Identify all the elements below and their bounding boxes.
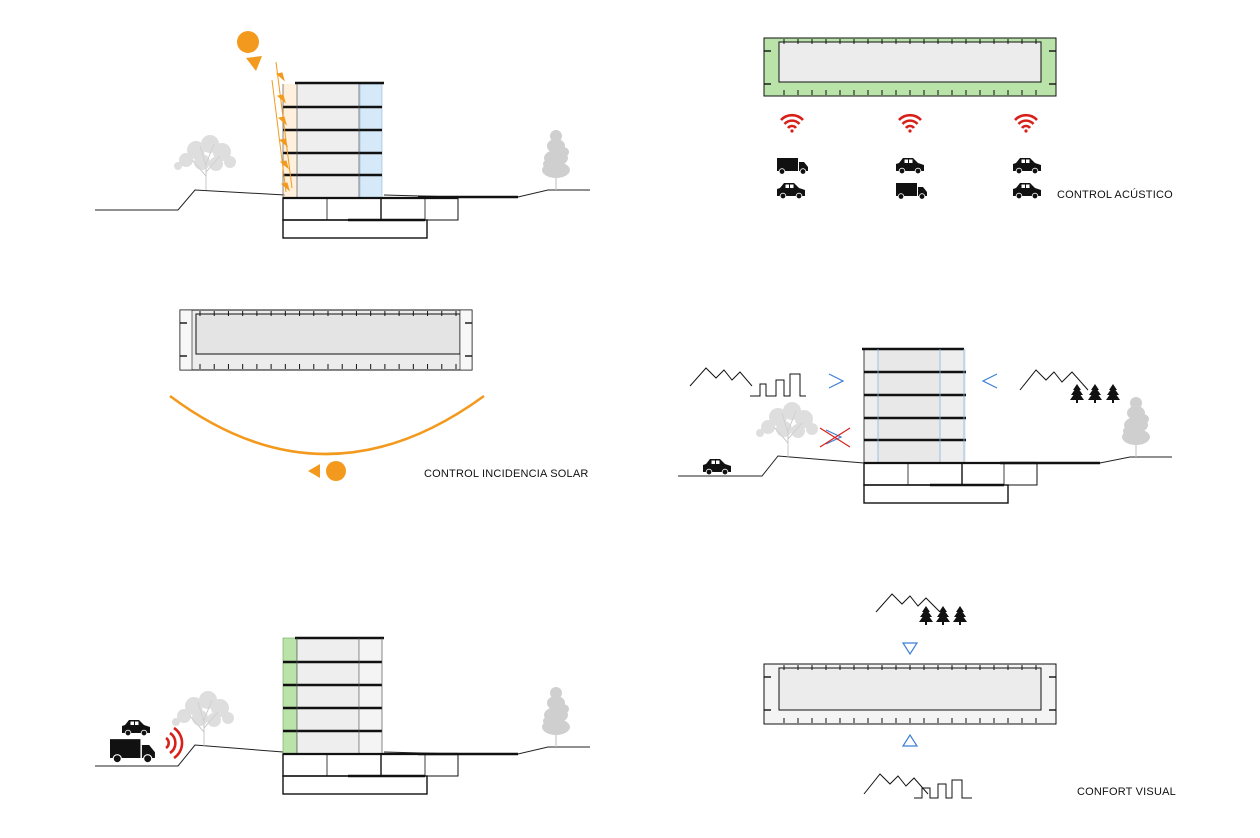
car-icon <box>1012 157 1042 175</box>
sun-rays <box>271 61 293 193</box>
tree-icon <box>541 686 571 748</box>
sound-wave-icon <box>165 726 184 760</box>
mountain-icon <box>875 593 941 613</box>
truck-icon <box>776 157 809 175</box>
mountain-icon <box>1019 369 1089 391</box>
tree-icon <box>1121 396 1151 458</box>
eye-icon <box>901 733 919 747</box>
solar-section-diagram <box>95 31 590 239</box>
car-icon <box>776 182 806 200</box>
truck-icon <box>109 738 156 764</box>
acoustic-plan-diagram <box>763 37 1057 200</box>
sun-icon <box>237 31 262 71</box>
visual-plan-diagram <box>763 593 1057 799</box>
tree-icon <box>919 606 967 625</box>
mountain-icon <box>863 773 929 795</box>
mountain-icon <box>689 367 753 387</box>
city-skyline-icon <box>750 373 806 397</box>
building-section <box>862 347 1038 504</box>
acoustic-section-diagram <box>95 636 590 795</box>
car-icon <box>1012 182 1042 200</box>
tree-icon <box>755 401 819 458</box>
sound-wave-icon <box>779 113 805 134</box>
tree-icon <box>173 134 237 191</box>
building-section <box>282 81 459 239</box>
truck-icon <box>895 182 928 200</box>
sound-wave-icon <box>897 113 923 134</box>
tree-icon <box>1070 384 1120 403</box>
car-icon <box>702 458 732 476</box>
visual-section-diagram <box>678 347 1172 504</box>
tree-icon <box>541 129 571 191</box>
eye-icon <box>828 373 845 389</box>
sun-path-arc <box>169 394 485 456</box>
acoustic-control-label: CONTROL ACÚSTICO <box>1057 189 1173 201</box>
city-skyline-icon <box>914 779 972 799</box>
car-icon <box>895 157 925 175</box>
visual-comfort-label: CONFORT VISUAL <box>1077 786 1176 798</box>
solar-plan-diagram <box>169 309 485 481</box>
eye-icon <box>981 373 998 389</box>
sun-icon <box>308 461 346 481</box>
building-section <box>282 636 459 795</box>
blocked-view-icon <box>819 427 851 448</box>
sound-wave-icon <box>1013 113 1039 134</box>
eye-icon <box>901 642 919 656</box>
car-icon <box>121 719 151 737</box>
solar-control-label: CONTROL INCIDENCIA SOLAR <box>424 468 589 480</box>
